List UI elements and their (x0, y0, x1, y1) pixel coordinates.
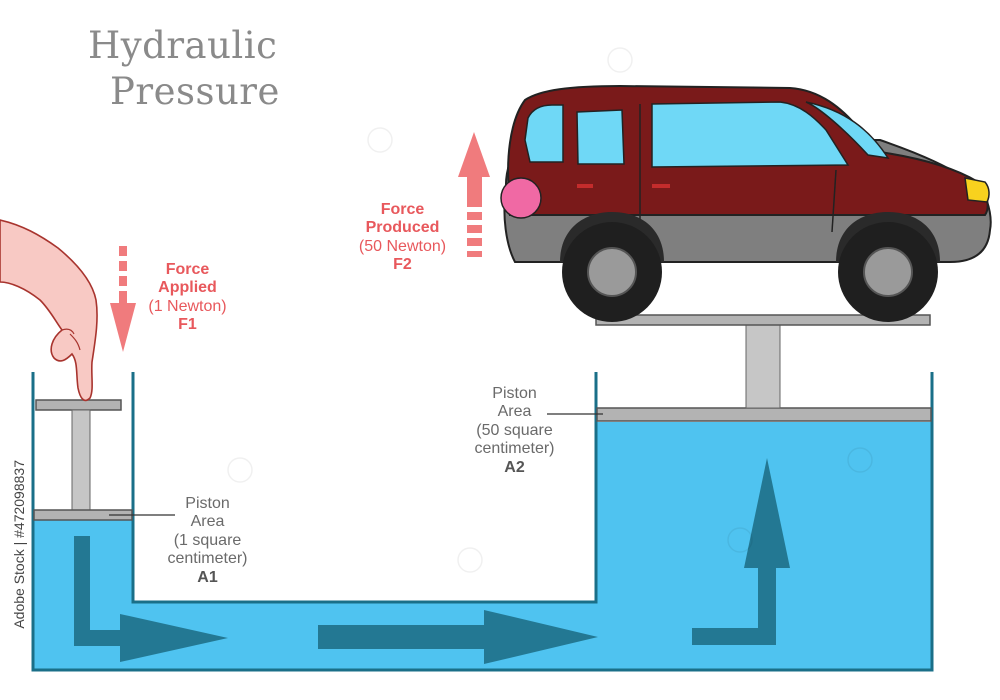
piston-a1-line1: Piston (185, 495, 230, 512)
force-produced-symbol: F2 (393, 256, 412, 274)
piston-a2-line4: centimeter) (474, 440, 555, 458)
flow-arrow-down-right (74, 536, 228, 662)
piston-a2-line2: Area (497, 403, 532, 421)
piston-a1-symbol: A1 (197, 568, 218, 586)
piston-a1-line2: Area (190, 513, 225, 531)
diagram-title-line2: Pressure (110, 70, 280, 113)
force-applied-line2: Applied (158, 279, 217, 297)
diagram-title-line1: Hydraulic (88, 24, 278, 67)
hydraulic-fluid (33, 422, 932, 670)
force-applied-arrow (110, 246, 136, 352)
car-icon (500, 84, 992, 322)
container-walls (31, 372, 934, 672)
small-piston (33, 399, 133, 521)
force-produced-arrow (458, 132, 490, 257)
large-piston (595, 314, 932, 422)
leader-lines (109, 413, 603, 516)
flow-arrow-up (692, 458, 790, 645)
piston-a2-line1: Piston (492, 385, 537, 402)
flow-arrow-right (318, 610, 598, 664)
force-produced-value: (50 Newton) (358, 237, 447, 255)
piston-area-a2-label: Piston Area (50 square centimeter) A2 (457, 385, 572, 477)
piston-area-a1-label: Piston Area (1 square centimeter) A1 (150, 495, 265, 587)
flow-arrows (74, 458, 790, 664)
force-applied-symbol: F1 (178, 316, 197, 334)
force-applied-line1: Force (165, 261, 210, 278)
force-produced-label: Force Produced (50 Newton) F2 (345, 201, 460, 275)
piston-a1-line3: (1 square (173, 531, 242, 549)
watermark-pattern (227, 47, 873, 573)
force-applied-label: Force Applied (1 Newton) F1 (135, 261, 240, 335)
force-applied-value: (1 Newton) (148, 297, 227, 315)
force-produced-line2: Produced (365, 219, 440, 237)
hand-icon (0, 219, 98, 402)
force-produced-line1: Force (380, 201, 425, 218)
piston-a2-line3: (50 square (476, 421, 553, 439)
piston-a1-line4: centimeter) (167, 550, 248, 568)
piston-a2-symbol: A2 (504, 458, 525, 476)
stock-id-text: Adobe Stock | #472098837 (11, 460, 27, 629)
